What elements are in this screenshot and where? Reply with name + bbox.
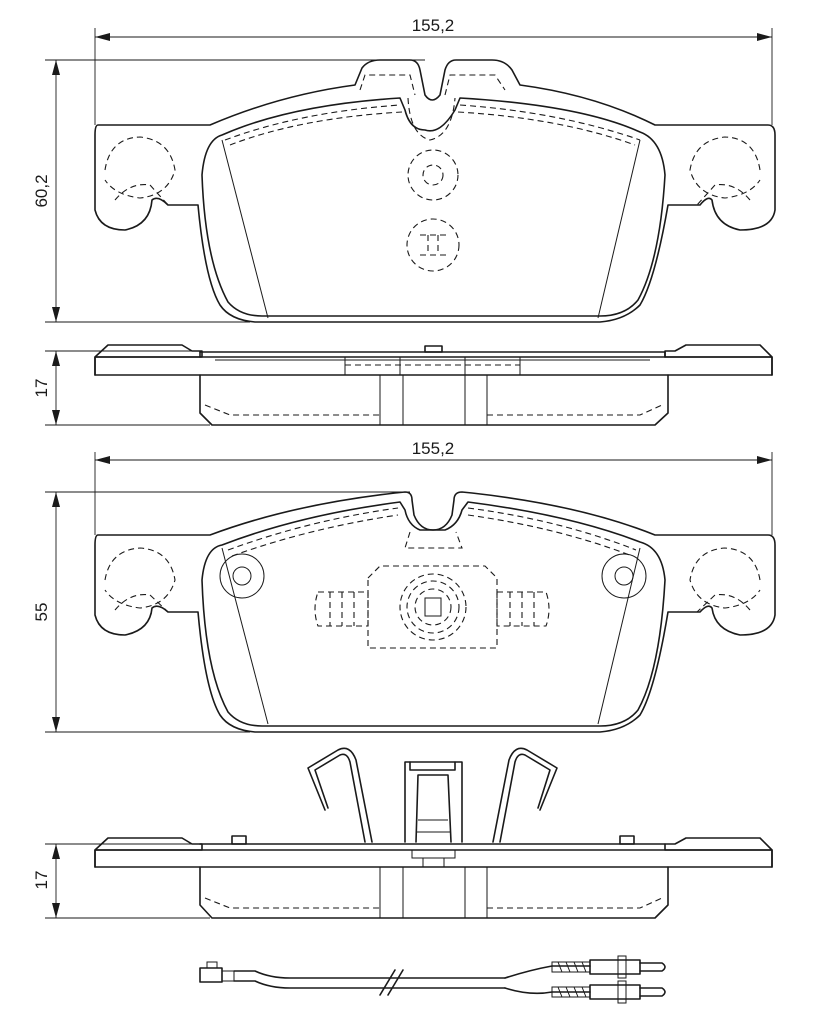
top-pad-view <box>94 59 776 323</box>
side-view-1 <box>94 344 773 426</box>
side1-thickness-label: 17 <box>32 379 51 398</box>
bottom-width-label: 155,2 <box>412 439 455 458</box>
top-height-dimension: 60,2 <box>32 59 425 323</box>
wear-sensor-cable <box>199 955 666 1004</box>
top-width-dimension: 155,2 <box>94 16 773 125</box>
bottom-height-label: 55 <box>32 603 51 622</box>
side1-thickness-dimension: 17 <box>32 350 210 426</box>
side-view-2 <box>94 747 773 919</box>
top-width-label: 155,2 <box>412 16 455 35</box>
bottom-width-dimension: 155,2 <box>94 439 773 535</box>
top-height-label: 60,2 <box>32 174 51 207</box>
side2-thickness-dimension: 17 <box>32 843 210 919</box>
side2-thickness-label: 17 <box>32 871 51 890</box>
bottom-pad-view <box>94 491 776 733</box>
bottom-height-dimension: 55 <box>32 491 410 733</box>
